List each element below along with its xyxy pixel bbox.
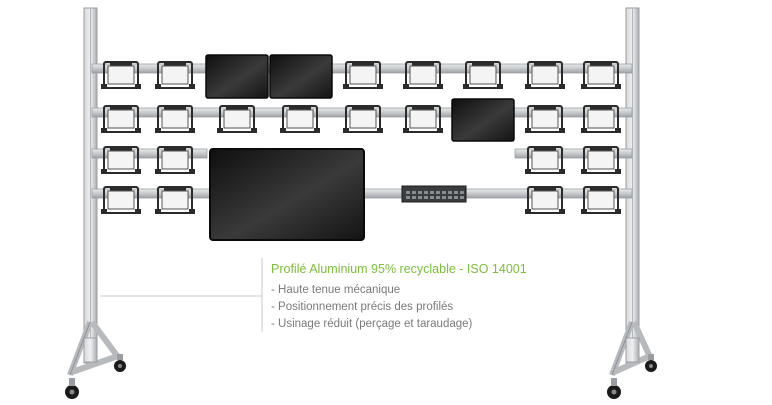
bracket-row3-1 [101,146,141,174]
switch-port [430,191,434,194]
feature-list: - Haute tenue mécanique - Positionnement… [271,282,591,333]
switch-port [436,196,440,199]
switch-port [460,196,464,199]
bracket-row1-7 [581,61,621,89]
callout-leader [100,258,263,332]
switch-port [418,196,422,199]
switch-port [418,191,422,194]
bracket-row2-7 [525,105,565,133]
bracket-row1-4 [403,61,443,89]
bracket-row1-1 [101,61,141,89]
display-screens [205,54,515,241]
bracket-row4-1 [101,186,141,214]
bracket-row4-3 [525,186,565,214]
switch-port [460,191,464,194]
bracket-row1-2 [155,61,195,89]
switch-port [424,196,428,199]
bracket-row2-2 [155,105,195,133]
bracket-row2-1 [101,105,141,133]
screen-row1-left [205,54,269,99]
network-switch-device [401,185,467,203]
switch-port [442,191,446,194]
switch-port [436,191,440,194]
left-upright-pole [83,7,98,364]
left-base-with-casters [65,320,126,399]
bracket-row4-4 [581,186,621,214]
switch-port [406,196,410,199]
screen-row1-right [269,54,333,99]
bracket-row3-2 [155,146,195,174]
bracket-row2-5 [343,105,383,133]
feature-item: - Haute tenue mécanique [271,284,401,296]
right-base-with-casters [607,320,657,399]
bracket-row2-6 [403,105,443,133]
switch-port [424,191,428,194]
switch-port [454,191,458,194]
mounting-brackets [101,61,621,214]
switch-port [448,191,452,194]
switch-port [412,191,416,194]
bracket-row2-4 [280,105,320,133]
feature-callout: Profilé Aluminium 95% recyclable - ISO 1… [271,262,591,333]
bracket-row3-4 [581,146,621,174]
bracket-row2-8 [581,105,621,133]
bracket-row2-3 [217,105,257,133]
switch-port [442,196,446,199]
screen-row2 [451,98,515,142]
switch-port [406,191,410,194]
switch-port [448,196,452,199]
switch-port [430,196,434,199]
bracket-row3-3 [525,146,565,174]
feature-item: - Usinage réduit (perçage et taraudage) [271,318,473,330]
bracket-row4-2 [155,186,195,214]
bracket-row1-3 [343,61,383,89]
bracket-row1-5 [463,61,503,89]
feature-item: - Positionnement précis des profilés [271,301,454,313]
screen-large [209,148,365,241]
switch-port [412,196,416,199]
switch-port [454,196,458,199]
right-upright-pole [625,7,640,364]
bracket-row1-6 [525,61,565,89]
callout-title: Profilé Aluminium 95% recyclable - ISO 1… [271,262,527,276]
